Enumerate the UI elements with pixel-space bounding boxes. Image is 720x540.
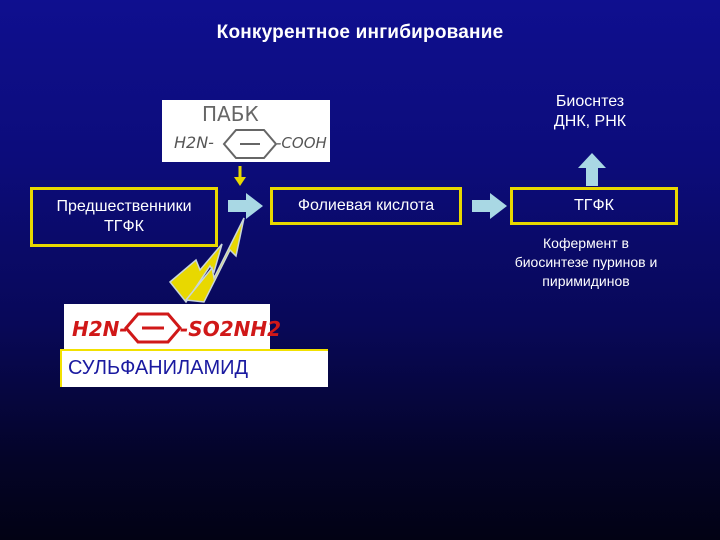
folic-acid-label: Фолиевая кислота [297,197,435,214]
coenzyme-note: Кофермент в биосинтезе пуринов и пиримид… [480,234,692,291]
precursors-box: Предшественники ТГФК [30,187,218,247]
coenzyme-line3: пиримидинов [542,273,630,289]
biosynthesis-line2: ДНК, РНК [553,113,627,130]
tgfk-label: ТГФК [574,197,614,214]
tgfk-box: ТГФК [510,187,678,225]
arrow-precursors-to-folic [228,193,263,219]
pabk-benzene-ring [222,129,278,159]
arrow-tgfk-to-biosynthesis [578,153,606,186]
slide-title: Конкурентное ингибирование [216,22,504,43]
sulfanilamide-structure-drawing: H2N- -SO2NH2 [72,312,281,344]
lightning-bolt-2 [184,217,245,303]
pabk-right-group: -COOH [276,134,327,152]
sulfanilamide-structure-image: H2N- -SO2NH2 [64,304,281,354]
pabk-name: ПАБК [202,102,259,126]
coenzyme-line2: биосинтезе пуринов и [514,254,658,270]
arrow-folic-to-tgfk [472,193,507,219]
sulfa-right-group: -SO2NH2 [180,317,281,341]
sulfa-left-group: H2N- [72,317,128,341]
sulfa-benzene-ring [124,312,182,344]
pabk-structure-image: ПАБК H2N- -COOH [162,100,330,162]
precursors-line1: Предшественники [56,198,192,215]
pabk-left-group: H2N- [174,133,214,152]
pabk-structure-drawing: ПАБК H2N- -COOH [174,102,327,159]
precursors-line2: ТГФК [104,218,144,235]
biosynthesis-label: Биоснтез ДНК, РНК [500,92,680,132]
coenzyme-line1: Кофермент в [543,235,629,251]
sulfanilamide-label: СУЛЬФАНИЛАМИД [60,349,328,387]
biosynthesis-line1: Биоснтез [555,93,625,110]
folic-acid-box: Фолиевая кислота [270,187,462,225]
pabk-down-arrow [234,166,246,186]
